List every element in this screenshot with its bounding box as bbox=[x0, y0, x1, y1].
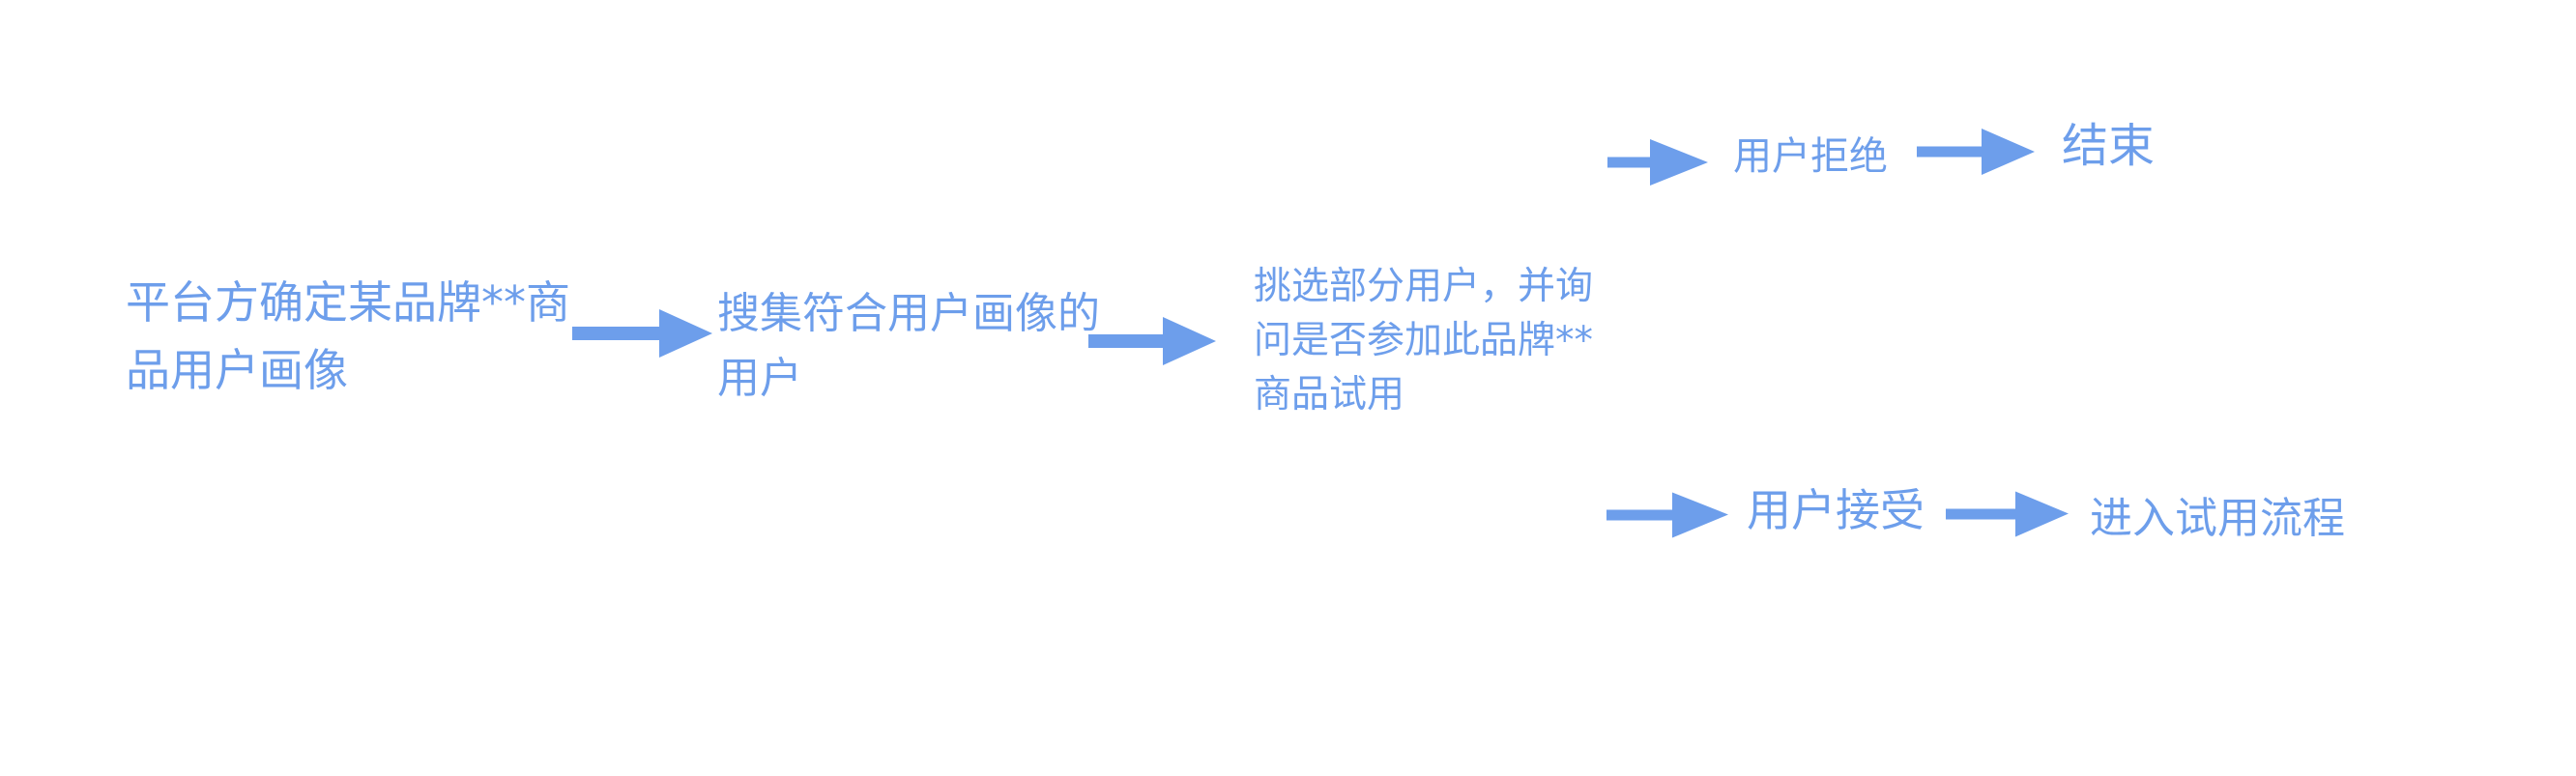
flow-node-text-line: 搜集符合用户画像的 bbox=[717, 289, 1100, 338]
flow-node-text-line: 问是否参加此品牌** bbox=[1254, 319, 1594, 362]
arrow-shaft bbox=[1946, 508, 2015, 519]
arrow-shaft bbox=[572, 327, 659, 340]
arrow-head bbox=[1163, 317, 1216, 365]
flow-node-text-line: 用户 bbox=[717, 354, 802, 403]
flow-node-text-line: 结束 bbox=[2062, 119, 2156, 173]
flow-node-define-user-profile: 平台方确定某品牌**商 品用户画像 bbox=[126, 269, 570, 404]
arrow-shaft bbox=[1607, 157, 1650, 168]
arrow-step1-to-step2-icon bbox=[572, 309, 712, 358]
flow-node-enter-trial-process: 进入试用流程 bbox=[2090, 489, 2345, 549]
arrow-accept-to-trial-icon bbox=[1946, 491, 2069, 536]
flow-node-select-and-ask-users: 挑选部分用户，并询 问是否参加此品牌** 商品试用 bbox=[1254, 260, 1593, 422]
arrow-shaft bbox=[1088, 334, 1163, 348]
arrow-shaft bbox=[1606, 509, 1672, 520]
flow-node-collect-users: 搜集符合用户画像的 用户 bbox=[717, 281, 1100, 411]
arrow-reject-to-end-icon bbox=[1917, 129, 2035, 175]
arrow-step3-to-accept-icon bbox=[1606, 492, 1728, 537]
flow-node-text-line: 用户接受 bbox=[1747, 484, 1925, 536]
arrow-head bbox=[2015, 491, 2069, 536]
arrow-step3-to-reject-icon bbox=[1607, 139, 1708, 186]
arrow-shaft bbox=[1917, 146, 1982, 158]
flow-node-text-line: 挑选部分用户，并询 bbox=[1254, 265, 1594, 308]
arrow-head bbox=[1982, 129, 2035, 175]
flow-node-text-line: 用户拒绝 bbox=[1733, 134, 1888, 179]
arrow-step2-to-step3-icon bbox=[1088, 317, 1216, 365]
arrow-head bbox=[659, 309, 712, 358]
flow-node-end: 结束 bbox=[2062, 114, 2155, 179]
arrow-head bbox=[1650, 139, 1708, 186]
flow-node-text-line: 进入试用流程 bbox=[2090, 494, 2345, 543]
flow-node-text-line: 平台方确定某品牌**商 bbox=[126, 276, 570, 329]
flow-node-user-accept: 用户接受 bbox=[1747, 479, 1925, 541]
flow-node-text-line: 商品试用 bbox=[1254, 373, 1405, 417]
arrow-head bbox=[1672, 492, 1728, 537]
flow-node-user-reject: 用户拒绝 bbox=[1733, 129, 1888, 184]
flow-node-text-line: 品用户画像 bbox=[126, 344, 348, 396]
